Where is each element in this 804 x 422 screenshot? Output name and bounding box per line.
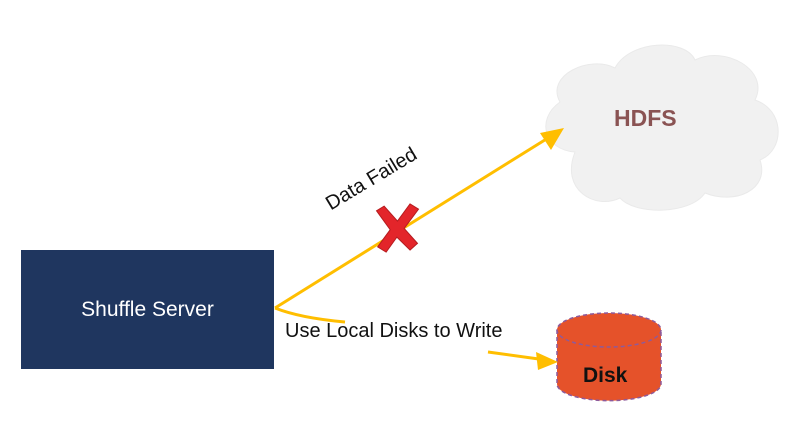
shuffle-server-label: Shuffle Server: [81, 297, 214, 321]
disk-label: Disk: [583, 364, 628, 387]
arrowhead-hdfs-icon: [540, 128, 564, 150]
arrowhead-disk-icon: [536, 352, 558, 370]
shuffle-server-node[interactable]: Shuffle Server: [21, 250, 274, 369]
hdfs-label: HDFS: [614, 105, 677, 131]
red-x-icon: [375, 203, 420, 253]
hdfs-cloud[interactable]: [545, 44, 779, 211]
edge-to-hdfs: [274, 128, 564, 310]
disk-cylinder[interactable]: [556, 312, 662, 402]
edge-line-disk-start: [274, 306, 346, 324]
edge-line-hdfs: [274, 136, 549, 310]
use-local-disks-label: Use Local Disks to Write: [285, 320, 503, 342]
edge-line-disk-end: [487, 350, 547, 362]
edge-to-disk: [274, 306, 558, 370]
